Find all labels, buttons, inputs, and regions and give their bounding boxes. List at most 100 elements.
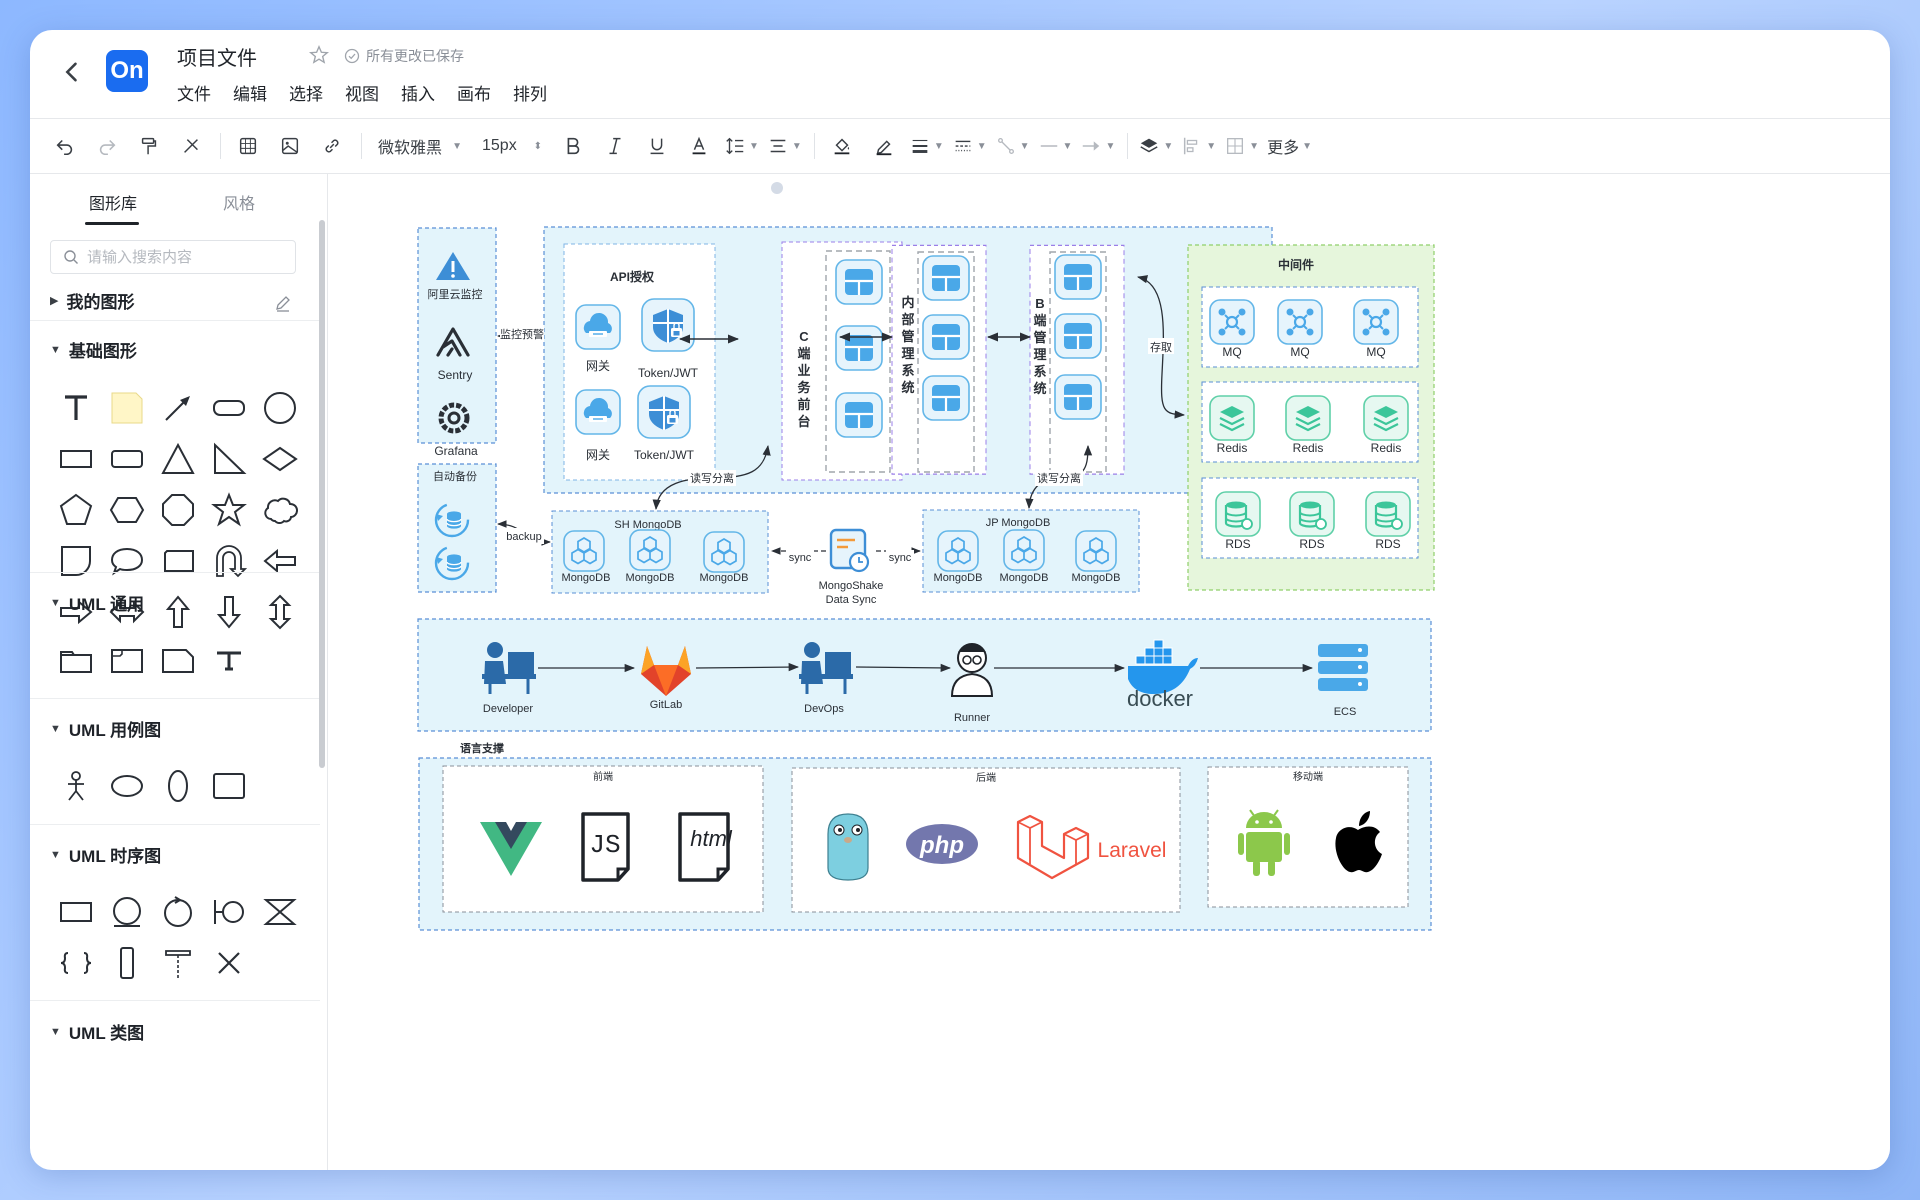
backup-panel[interactable]: 自动备份 <box>417 463 497 593</box>
shape-right-arrow[interactable] <box>50 586 101 637</box>
line-height-button[interactable]: ▼ <box>724 129 759 163</box>
italic-button[interactable] <box>598 129 632 163</box>
shape-note[interactable] <box>101 382 152 433</box>
shape-diamond[interactable] <box>254 433 305 484</box>
middleware-panel[interactable]: 中间件 MQ MQ MQ Redis Redis Redis RDS <box>1187 244 1435 591</box>
shape-use-case[interactable] <box>101 760 152 811</box>
diagram-canvas[interactable]: 阿里云监控 Sentry Grafana API授权 网关 <box>328 174 1890 1170</box>
shape-rounded-rectangle[interactable] <box>101 433 152 484</box>
shape-rounded-rect[interactable] <box>203 382 254 433</box>
insert-grid-button[interactable] <box>231 129 265 163</box>
shape-boundary[interactable] <box>203 886 254 937</box>
shape-hourglass[interactable] <box>254 886 305 937</box>
font-family-select[interactable]: 微软雅黑▼ <box>372 129 468 163</box>
distribute-button[interactable]: ▼ <box>1224 129 1259 163</box>
underline-button[interactable] <box>640 129 674 163</box>
shape-braces[interactable] <box>50 937 101 988</box>
sidebar-scrollbar[interactable] <box>319 220 325 768</box>
shape-entity[interactable] <box>101 886 152 937</box>
clear-format-button[interactable] <box>174 129 208 163</box>
shape-double-arrow[interactable] <box>101 586 152 637</box>
undo-button[interactable] <box>48 129 82 163</box>
shape-text[interactable] <box>50 382 101 433</box>
line-width-button[interactable]: ▼ <box>909 129 944 163</box>
align-button[interactable]: ▼ <box>767 129 802 163</box>
monitor-panel[interactable]: 阿里云监控 Sentry Grafana <box>417 227 497 458</box>
menu-canvas[interactable]: 画布 <box>457 85 491 104</box>
menu-insert[interactable]: 插入 <box>401 85 435 104</box>
shape-up-arrow[interactable] <box>152 586 203 637</box>
document-title[interactable]: 项目文件 <box>177 48 257 70</box>
shape-left-arrow[interactable] <box>254 535 305 586</box>
font-color-button[interactable] <box>682 129 716 163</box>
menu-select[interactable]: 选择 <box>289 85 323 104</box>
shape-cloud[interactable] <box>254 484 305 535</box>
connector-style-button[interactable]: ▼ <box>995 129 1030 163</box>
insert-image-button[interactable] <box>273 129 307 163</box>
shape-object[interactable] <box>50 886 101 937</box>
shape-destroy[interactable] <box>203 937 254 988</box>
shape-search[interactable] <box>50 240 296 274</box>
shape-vertical-ellipse[interactable] <box>152 760 203 811</box>
back-button[interactable] <box>58 58 86 86</box>
section-uml-usecase[interactable]: ▼UML 用例图 <box>50 716 161 741</box>
tab-style[interactable]: 风格 <box>223 196 256 213</box>
line-start-button[interactable]: ▼ <box>1038 129 1072 163</box>
shape-star[interactable] <box>203 484 254 535</box>
edit-icon[interactable] <box>274 294 292 312</box>
shape-rectangle[interactable] <box>50 433 101 484</box>
section-my-shapes[interactable]: ▶我的图形 <box>50 288 134 313</box>
line-end-button[interactable]: ▼ <box>1080 129 1115 163</box>
menu-file[interactable]: 文件 <box>177 85 211 104</box>
app-logo[interactable]: On <box>106 50 148 92</box>
star-icon[interactable] <box>308 44 330 66</box>
menu-edit[interactable]: 编辑 <box>233 85 267 104</box>
format-painter-button[interactable] <box>132 129 166 163</box>
section-uml-class[interactable]: ▼UML 类图 <box>50 1019 144 1044</box>
section-uml-general[interactable]: ▼UML 通用 <box>50 590 144 615</box>
shape-uml-text[interactable] <box>203 634 254 685</box>
tab-shape-library[interactable]: 图形库 <box>89 196 138 213</box>
canvas-handle[interactable] <box>771 182 783 194</box>
more-button[interactable]: 更多▼ <box>1267 129 1312 163</box>
fill-color-button[interactable] <box>825 129 859 163</box>
line-style-button[interactable]: ▼ <box>952 129 987 163</box>
shape-system-boundary[interactable] <box>203 760 254 811</box>
bold-button[interactable] <box>556 129 590 163</box>
redo-button[interactable] <box>90 129 124 163</box>
shape-u-arrow[interactable] <box>203 535 254 586</box>
shape-card[interactable] <box>152 634 203 685</box>
section-uml-sequence[interactable]: ▼UML 时序图 <box>50 842 161 867</box>
shape-circle[interactable] <box>254 382 305 433</box>
menu-view[interactable]: 视图 <box>345 85 379 104</box>
shape-arrow-line[interactable] <box>152 382 203 433</box>
search-input[interactable] <box>87 248 277 266</box>
section-basic-shapes[interactable]: ▼基础图形 <box>50 337 137 362</box>
align-shapes-button[interactable]: ▼ <box>1181 129 1216 163</box>
shape-callout[interactable] <box>101 535 152 586</box>
shape-leaf[interactable] <box>50 535 101 586</box>
shape-pentagon[interactable] <box>50 484 101 535</box>
sh-mongodb-panel[interactable]: SH MongoDB MongoDB MongoDB MongoDB <box>551 510 769 594</box>
insert-link-button[interactable] <box>315 129 349 163</box>
shape-actor[interactable] <box>50 760 101 811</box>
shape-down-arrow[interactable] <box>203 586 254 637</box>
shape-up-down-arrow[interactable] <box>254 586 305 637</box>
menu-arrange[interactable]: 排列 <box>513 85 547 104</box>
layer-button[interactable]: ▼ <box>1138 129 1173 163</box>
language-panel[interactable]: 语言支撑 前端 JS html 后端 <box>418 741 1432 931</box>
font-size-select[interactable]: 15px⬍ <box>476 129 548 163</box>
mongoshake-node[interactable]: MongoShake Data Sync <box>819 528 884 606</box>
shape-document[interactable] <box>152 535 203 586</box>
line-color-button[interactable] <box>867 129 901 163</box>
shape-lifeline[interactable] <box>152 937 203 988</box>
shape-tab-frame[interactable] <box>101 634 152 685</box>
shape-octagon[interactable] <box>152 484 203 535</box>
shape-hexagon[interactable] <box>101 484 152 535</box>
shape-triangle[interactable] <box>152 433 203 484</box>
jp-mongodb-panel[interactable]: JP MongoDB MongoDB MongoDB MongoDB <box>922 509 1140 593</box>
shape-activation[interactable] <box>101 937 152 988</box>
shape-folder[interactable] <box>50 634 101 685</box>
pipeline-panel[interactable]: Developer GitLab DevOps <box>417 618 1432 732</box>
shape-control[interactable] <box>152 886 203 937</box>
